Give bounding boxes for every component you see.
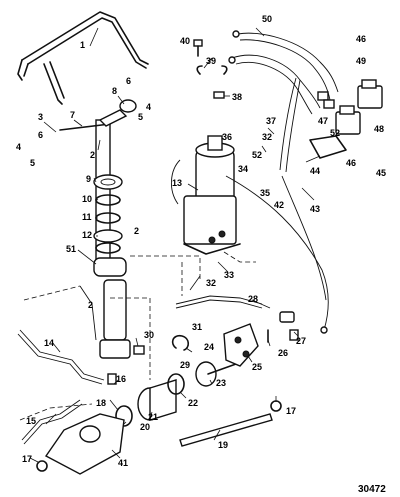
pivot-pin-7 — [59, 123, 111, 131]
fitting-30 — [133, 345, 145, 355]
callout-31: 31 — [192, 322, 202, 332]
callout-28: 28 — [248, 294, 258, 304]
callout-7: 7 — [70, 110, 75, 120]
callout-8: 8 — [112, 86, 117, 96]
hydraulic-line-14 — [17, 285, 105, 385]
callout-4b: 4 — [146, 102, 151, 112]
callout-29: 29 — [180, 360, 190, 370]
callout-22: 22 — [188, 398, 198, 408]
callout-labels: 1 3 7 6 4 5 8 6 4 5 2 9 10 11 2 12 51 2 … — [16, 14, 386, 495]
callout-24: 24 — [204, 342, 214, 352]
base-bracket-41 — [44, 413, 125, 475]
callout-19: 19 — [218, 440, 228, 450]
callout-2a: 2 — [90, 150, 95, 160]
callout-41: 41 — [118, 458, 128, 468]
callout-10: 10 — [82, 194, 92, 204]
nut-38 — [213, 91, 225, 99]
callout-17a: 17 — [286, 406, 296, 416]
callout-32a: 32 — [262, 132, 272, 142]
callout-46b: 46 — [346, 158, 356, 168]
callout-23: 23 — [216, 378, 226, 388]
callout-18: 18 — [96, 398, 106, 408]
piston-9 — [93, 174, 123, 190]
callout-21: 21 — [148, 412, 158, 422]
callout-33: 33 — [224, 270, 234, 280]
callout-32b: 32 — [206, 278, 216, 288]
fitting-16 — [107, 373, 117, 385]
hydraulic-line-15 — [21, 399, 83, 445]
o-ring-10 — [95, 194, 121, 206]
fittings-26-27-28 — [267, 311, 299, 343]
callout-37: 37 — [266, 116, 276, 126]
seal-22 — [167, 373, 185, 395]
callout-14: 14 — [44, 338, 54, 348]
callout-51: 51 — [66, 244, 76, 254]
callout-27: 27 — [296, 336, 306, 346]
callout-42: 42 — [274, 200, 284, 210]
callout-39: 39 — [206, 56, 216, 66]
piston-23 — [195, 361, 237, 387]
callout-15: 15 — [26, 416, 36, 426]
callout-38: 38 — [232, 92, 242, 102]
retaining-ring-29 — [171, 334, 190, 351]
callout-4a: 4 — [16, 142, 21, 152]
callout-48: 48 — [374, 124, 384, 134]
callout-30: 30 — [144, 330, 154, 340]
clamp-51 — [93, 257, 127, 277]
callout-13: 13 — [172, 178, 182, 188]
solenoid-47 — [335, 105, 361, 135]
shaft-19 — [179, 413, 273, 447]
figure-number: 30472 — [358, 484, 386, 495]
washer-17-left — [36, 460, 48, 472]
assembly-guide-lines — [19, 251, 256, 421]
callout-40: 40 — [180, 36, 190, 46]
callout-44: 44 — [310, 166, 320, 176]
pump-motor — [171, 135, 241, 255]
screw-40 — [193, 39, 203, 57]
callout-1: 1 — [80, 40, 85, 50]
manifold-25 — [223, 323, 259, 367]
callout-6a: 6 — [38, 130, 43, 140]
callout-52a: 52 — [330, 128, 340, 138]
callout-26: 26 — [278, 348, 288, 358]
callout-16: 16 — [116, 374, 126, 384]
mounting-bracket-44 — [309, 135, 347, 159]
callout-35: 35 — [260, 188, 270, 198]
seal-12 — [93, 229, 123, 254]
callout-5b: 5 — [138, 112, 143, 122]
callout-2c: 2 — [88, 300, 93, 310]
callout-2b: 2 — [134, 226, 139, 236]
relay-48 — [357, 79, 383, 109]
callout-9: 9 — [86, 174, 91, 184]
callout-5a: 5 — [30, 158, 35, 168]
callout-12: 12 — [82, 230, 92, 240]
callout-45: 45 — [376, 168, 386, 178]
callout-50: 50 — [262, 14, 272, 24]
callout-3: 3 — [38, 112, 43, 122]
callout-6b: 6 — [126, 76, 131, 86]
callout-20: 20 — [140, 422, 150, 432]
callout-49: 49 — [356, 56, 366, 66]
callout-47: 47 — [318, 116, 328, 126]
clips-39 — [196, 65, 228, 75]
hydraulic-line-31 — [175, 295, 263, 309]
leader-lines — [29, 27, 321, 463]
callout-11: 11 — [82, 212, 92, 222]
callout-52b: 52 — [252, 150, 262, 160]
ground-cable — [225, 175, 329, 334]
o-ring-20 — [115, 405, 133, 427]
cap-8 — [98, 99, 137, 127]
callout-25: 25 — [252, 362, 262, 372]
support-bracket-rod — [17, 11, 149, 105]
washer-17-right — [270, 400, 282, 412]
callout-43: 43 — [310, 204, 320, 214]
callout-36: 36 — [222, 132, 232, 142]
callout-46a: 46 — [356, 34, 366, 44]
wire-harness — [228, 30, 339, 173]
callout-34: 34 — [238, 164, 248, 174]
callout-17b: 17 — [22, 454, 32, 464]
